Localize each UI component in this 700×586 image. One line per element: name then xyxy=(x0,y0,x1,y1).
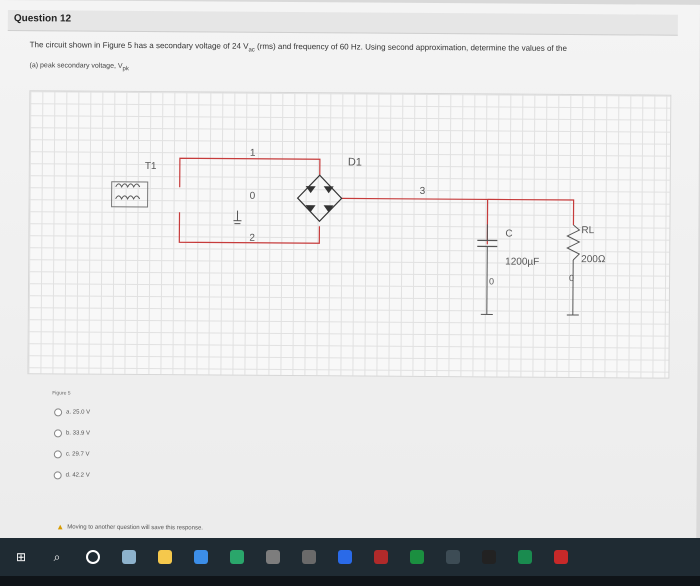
node-label-5: 0 xyxy=(489,276,494,286)
radio-d[interactable] xyxy=(53,471,62,480)
quiz-page: Question 12 The circuit shown in Figure … xyxy=(0,0,700,545)
app1-icon[interactable] xyxy=(150,542,180,572)
option-d-label: d. 42.2 V xyxy=(65,472,90,479)
app6-icon[interactable] xyxy=(330,542,360,572)
question-subpart-text: (a) peak secondary voltage, V xyxy=(29,62,123,70)
wire-node3-load xyxy=(487,198,575,226)
option-a-label: a. 25.0 V xyxy=(66,409,91,416)
task-view-icon[interactable] xyxy=(78,542,108,572)
figure-label: Figure 5 xyxy=(52,390,71,397)
widgets-icon[interactable] xyxy=(114,542,144,572)
option-b-label: b. 33.9 V xyxy=(65,430,91,437)
diode-symbol-3 xyxy=(305,205,316,213)
question-subpart: (a) peak secondary voltage, Vpk xyxy=(30,62,129,72)
diode-symbol xyxy=(305,186,316,194)
app5-icon[interactable] xyxy=(294,542,324,572)
autosave-warning: ▲ Moving to another question will save t… xyxy=(56,522,203,532)
option-a[interactable]: a. 25.0 V xyxy=(54,408,91,417)
app3-icon[interactable] xyxy=(222,542,252,572)
node-label-2: 0 xyxy=(250,191,256,202)
resistor-symbol xyxy=(566,224,581,261)
node-label-4: 3 xyxy=(420,186,426,197)
question-text: The circuit shown in Figure 5 has a seco… xyxy=(30,40,670,56)
question-text-before: The circuit shown in Figure 5 has a seco… xyxy=(29,40,249,51)
transformer-label: T1 xyxy=(145,161,157,172)
transformer-core xyxy=(111,181,149,208)
option-c-label: c. 29.7 V xyxy=(65,451,90,458)
question-text-after: (rms) and frequency of 60 Hz. Using seco… xyxy=(254,41,568,53)
option-d[interactable]: d. 42.2 V xyxy=(53,471,90,480)
warning-icon: ▲ xyxy=(56,522,65,532)
radio-c[interactable] xyxy=(53,450,62,459)
windows-taskbar: ⊞ ⌕ xyxy=(0,538,700,576)
radio-a[interactable] xyxy=(54,408,63,417)
option-c[interactable]: c. 29.7 V xyxy=(53,450,90,459)
circuit-svg: T1 D1 1 0 2 3 0 0 C 1200µF RL 200Ω xyxy=(111,148,606,316)
capacitor-label: C xyxy=(505,229,512,240)
app8-icon[interactable] xyxy=(402,542,432,572)
diode-label: D1 xyxy=(348,156,362,168)
node-label-3: 2 xyxy=(249,233,255,244)
bridge-rectifier xyxy=(296,174,343,223)
diode-symbol-4 xyxy=(323,205,334,213)
diode-symbol-2 xyxy=(323,186,334,194)
resistor-label: RL xyxy=(581,225,594,236)
resistor-value: 200Ω xyxy=(581,254,606,265)
start-icon[interactable]: ⊞ xyxy=(15,550,27,564)
app11-icon[interactable] xyxy=(510,542,540,572)
capacitor-value: 1200µF xyxy=(505,257,539,268)
warning-text: Moving to another question will save thi… xyxy=(67,523,204,531)
wire-node3-cap xyxy=(341,197,489,245)
search-icon[interactable]: ⌕ xyxy=(53,549,61,564)
node-label-6: 0 xyxy=(569,273,574,283)
question-subpart-sub: pk xyxy=(122,66,129,73)
bottom-strip xyxy=(0,576,700,586)
option-b[interactable]: b. 33.9 V xyxy=(53,429,91,438)
node-label-1: 1 xyxy=(250,148,256,159)
transformer-secondary-coil xyxy=(115,195,141,201)
app7-icon[interactable] xyxy=(366,542,396,572)
app4-icon[interactable] xyxy=(258,542,288,572)
question-number: Question 12 xyxy=(13,13,72,25)
wire-node2 xyxy=(178,212,321,244)
app12-icon[interactable] xyxy=(546,542,576,572)
circuit-diagram: T1 D1 1 0 2 3 0 0 C 1200µF RL 200Ω xyxy=(27,90,672,379)
wire-node1 xyxy=(179,157,321,188)
transformer-primary-coil xyxy=(115,183,141,189)
radio-b[interactable] xyxy=(53,429,63,438)
question-header: Question 12 xyxy=(7,10,678,36)
app2-icon[interactable] xyxy=(186,542,216,572)
app9-icon[interactable] xyxy=(438,542,468,572)
app10-icon[interactable] xyxy=(474,542,504,572)
